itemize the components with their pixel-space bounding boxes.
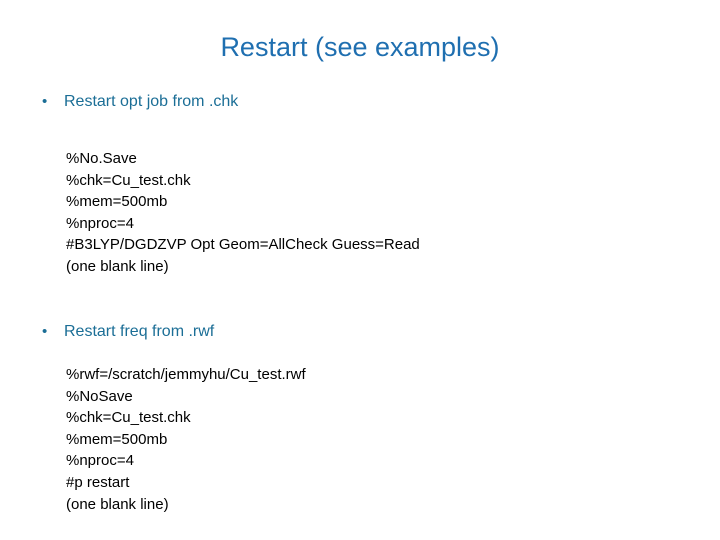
code-line: %NoSave	[66, 387, 133, 405]
code-line: (one blank line)	[66, 257, 169, 275]
code-line: (one blank line)	[66, 495, 169, 513]
code-line: #B3LYP/DGDZVP Opt Geom=AllCheck Guess=Re…	[66, 236, 420, 254]
code-line: %No.Save	[66, 150, 137, 167]
bullet-point-icon: •	[42, 93, 48, 110]
code-line: %nproc=4	[66, 452, 134, 470]
code-block-opt-restart: %No.Save %chk=Cu_test.chk %mem=500mb %np…	[66, 148, 420, 278]
code-line: #p restart	[66, 473, 130, 491]
bullet-label-restart-opt: Restart opt job from .chk	[64, 93, 239, 110]
bullet-point-icon: •	[42, 323, 48, 340]
code-line: %chk=Cu_test.chk	[66, 409, 191, 427]
code-line: %rwf=/scratch/jemmyhu/Cu_test.rwf	[66, 366, 306, 383]
code-line: %mem=500mb	[66, 193, 168, 211]
bullet-label-restart-freq: Restart freq from .rwf	[64, 323, 215, 340]
page-title: Restart (see examples)	[220, 32, 500, 62]
code-line: %mem=500mb	[66, 430, 168, 448]
code-line: %chk=Cu_test.chk	[66, 171, 191, 189]
code-line: %nproc=4	[66, 214, 134, 232]
code-block-freq-restart: %rwf=/scratch/jemmyhu/Cu_test.rwf %NoSav…	[66, 364, 306, 515]
bullet-item-restart-opt: • Restart opt job from .chk	[38, 91, 238, 113]
bullet-item-restart-freq: • Restart freq from .rwf	[38, 321, 214, 343]
